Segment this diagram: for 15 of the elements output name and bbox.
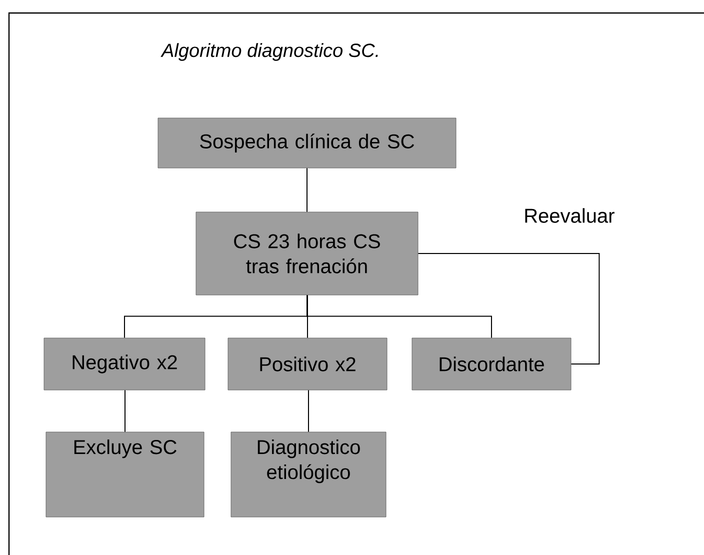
title: Algoritmo diagnostico SC. [160,43,378,61]
process-box: Sospecha clínica de SC [158,118,456,168]
connector-line [418,253,600,364]
edge-label: Reevaluar [522,207,616,224]
connector-line [306,168,308,212]
connector-line [308,390,309,432]
connector-line [307,294,308,338]
process-box: Discordante [412,338,572,390]
process-box: Positivo x2 [228,338,388,390]
process-box: Excluye SC [46,432,204,518]
connector-line [306,294,492,338]
process-box: Negativo x2 [44,338,206,390]
process-box: CS 23 horas CS tras frenación [196,212,418,296]
connector-line [124,390,126,432]
process-box: Diagnostico etiológico [230,432,386,518]
